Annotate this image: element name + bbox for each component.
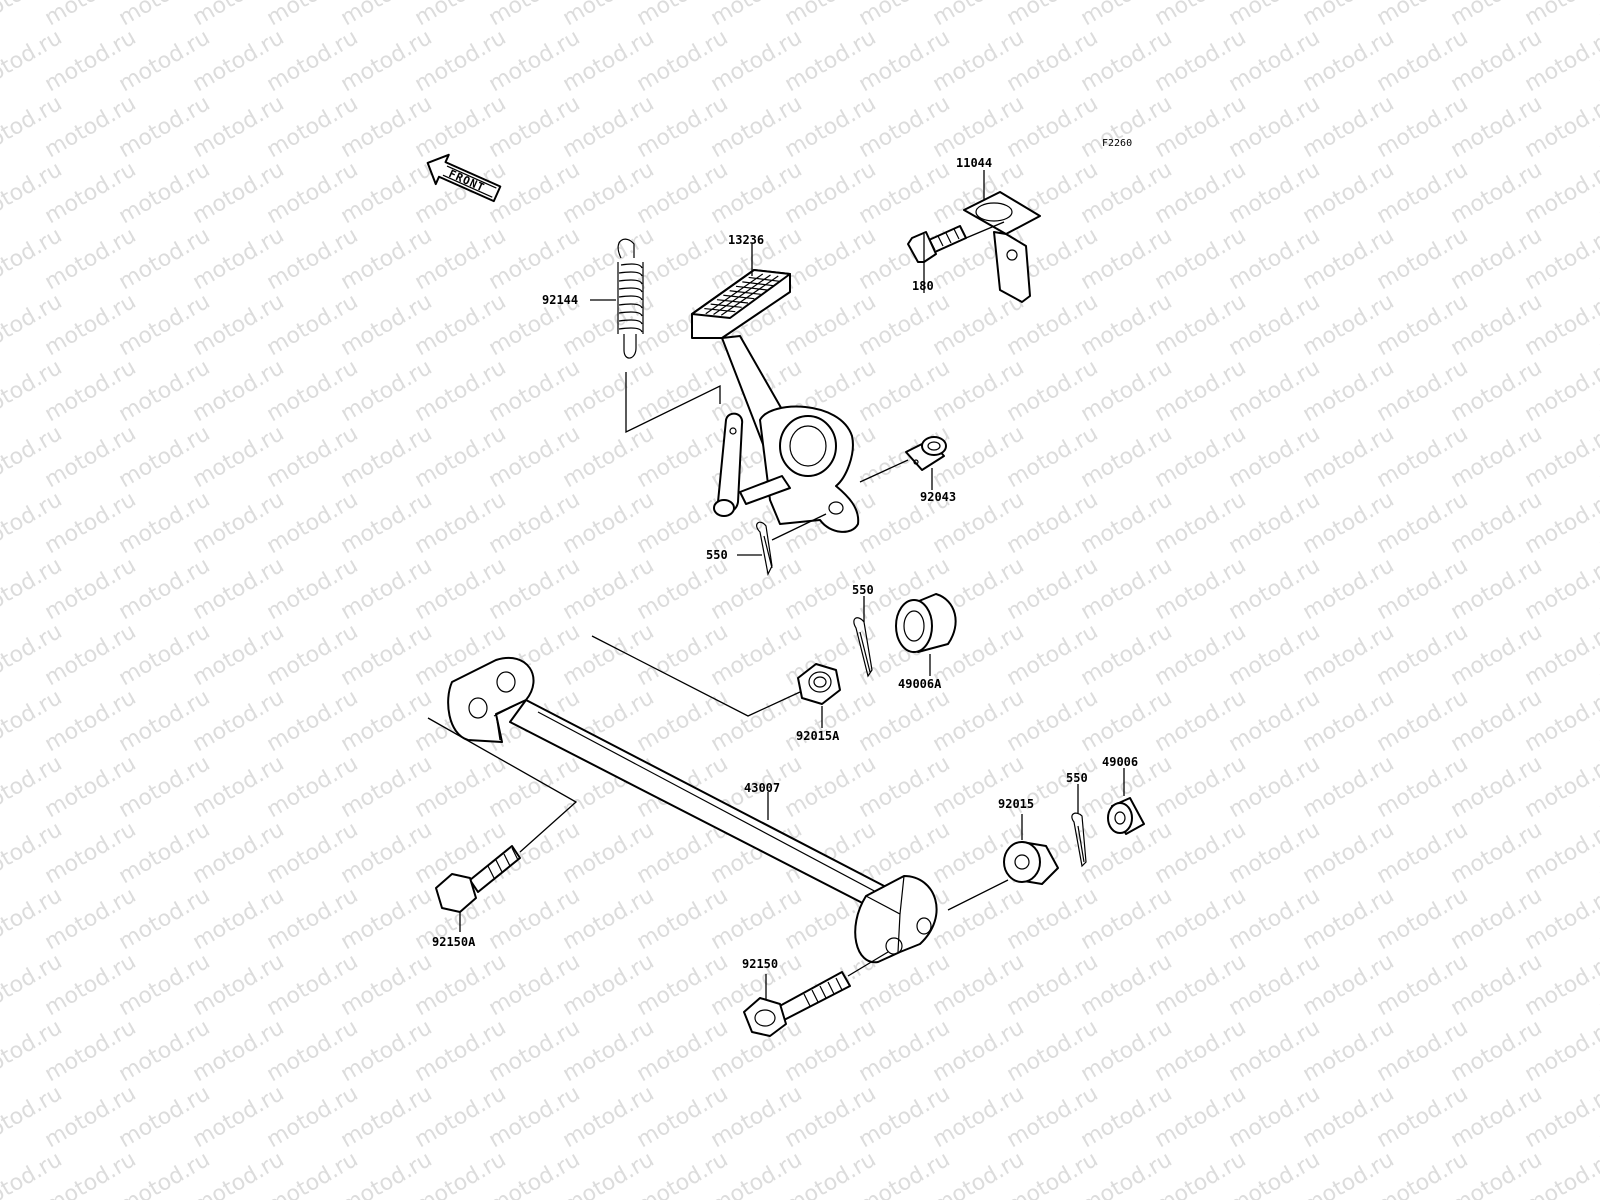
pin-92043-axis-line <box>859 459 909 483</box>
nut-92015 <box>1003 841 1059 885</box>
label-550-upper: 550 <box>706 548 728 562</box>
spring-hook-line <box>625 372 721 434</box>
nut-92015-axis-line <box>947 879 1009 911</box>
bolt-92150A-axis-line <box>427 717 578 853</box>
cotter-pin-axis-line-upper <box>771 513 827 541</box>
label-49006: 49006 <box>1102 755 1138 769</box>
rod-43007 <box>447 657 938 964</box>
label-550-middle: 550 <box>852 583 874 597</box>
label-43007: 43007 <box>744 781 780 795</box>
label-550-lower: 550 <box>1066 771 1088 785</box>
spring-92144 <box>617 238 644 359</box>
label-92150A: 92150A <box>432 935 476 949</box>
label-92144: 92144 <box>542 293 578 307</box>
cotter-pin-550-middle <box>853 617 873 678</box>
diagram-code: F2260 <box>1102 138 1132 149</box>
label-92150: 92150 <box>742 957 778 971</box>
label-92015A: 92015A <box>796 729 840 743</box>
bolt-92150 <box>743 971 851 1037</box>
pin-92043 <box>905 436 947 471</box>
nut-92015A-axis-line <box>591 635 801 717</box>
label-49006A: 49006A <box>898 677 942 691</box>
bracket-11044 <box>963 191 1041 303</box>
label-180: 180 <box>912 279 934 293</box>
bolt-92150-axis-line <box>847 951 889 977</box>
label-92043: 92043 <box>920 490 956 504</box>
cotter-pin-550-upper <box>756 521 773 576</box>
brake-pedal-13236 <box>691 269 860 533</box>
nut-92015A <box>797 663 841 705</box>
label-92015: 92015 <box>998 797 1034 811</box>
bushing-49006A <box>895 593 957 653</box>
pedal-pad-grid <box>704 273 780 316</box>
leader-180-dash <box>965 221 1005 239</box>
cotter-pin-550-lower <box>1071 812 1087 868</box>
label-11044: 11044 <box>956 156 992 170</box>
collar-49006 <box>1107 797 1145 835</box>
bolt-92150A <box>435 845 521 913</box>
label-13236: 13236 <box>728 233 764 247</box>
pedal-grid-line <box>705 273 764 315</box>
watermark-text: motod.ru <box>1595 0 1600 31</box>
pedal-grid-line <box>713 274 771 315</box>
pedal-grid-line <box>720 275 779 316</box>
